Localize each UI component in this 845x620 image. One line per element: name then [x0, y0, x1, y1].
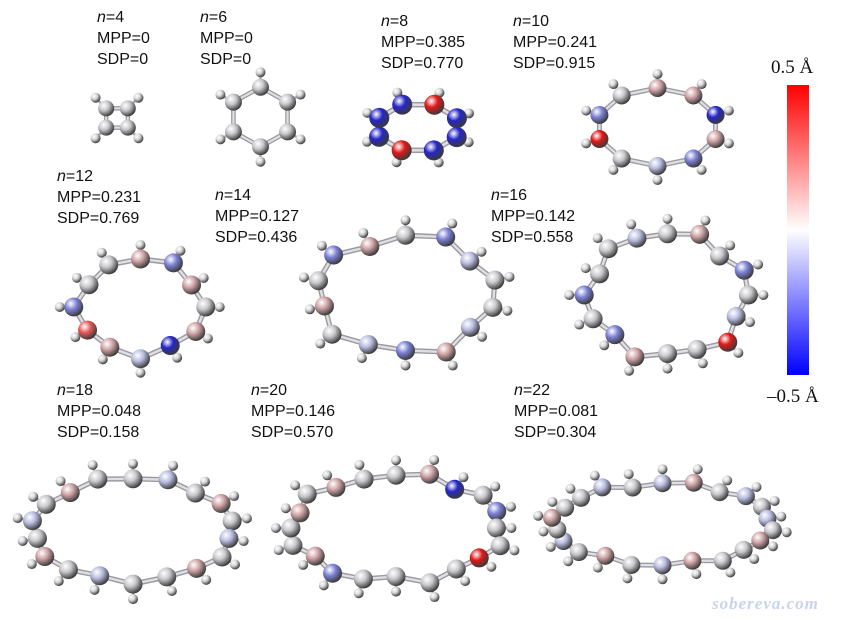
- molecule-n16: [564, 213, 769, 376]
- colorbar: [787, 85, 809, 375]
- molecule-n10: [581, 69, 734, 185]
- molecule-n8: [362, 87, 474, 168]
- molecule-n20: [270, 454, 520, 603]
- molecule-n14: [298, 215, 515, 371]
- molecule-n12: [54, 240, 225, 378]
- molecule-n4: [90, 92, 144, 144]
- watermark: sobereva.com: [712, 594, 819, 613]
- molecule-n6: [215, 67, 306, 167]
- colorbar-max-label: 0.5 Å: [771, 57, 814, 78]
- molecule-n18: [12, 458, 252, 605]
- molecule-n22: [533, 464, 792, 585]
- colorbar-min-label: –0.5 Å: [767, 386, 819, 407]
